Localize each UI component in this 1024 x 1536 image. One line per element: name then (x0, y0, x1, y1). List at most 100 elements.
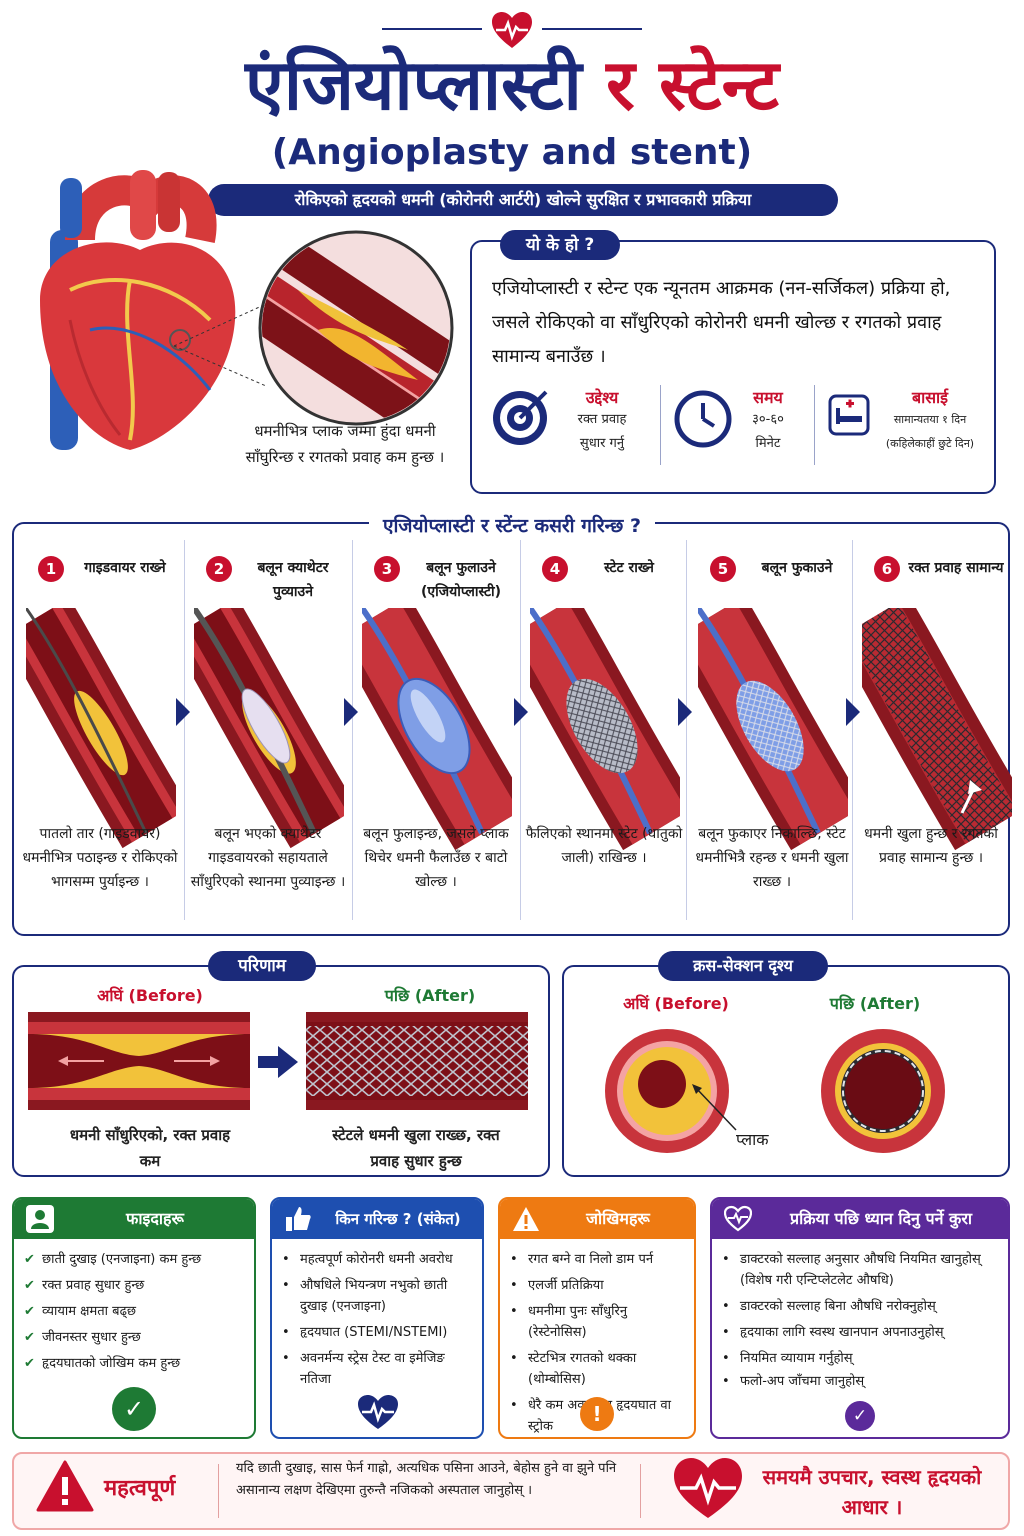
artery-balloon-catheter-illustration (194, 608, 344, 849)
arrow-right-icon (176, 698, 190, 726)
heart-caption: धमनीभित्र प्लाक जम्मा हुंदा धमनी साँघुरि… (245, 422, 445, 466)
warning-icon (513, 1207, 539, 1231)
artery-stent-placement-illustration (530, 608, 680, 851)
step-number: 6 (874, 556, 900, 582)
check-circle-icon: ✓ (845, 1401, 875, 1431)
important-title: महत्वपूर्ण (104, 1476, 176, 1501)
arrow-right-icon (678, 698, 692, 726)
bullet-icon: • (722, 1299, 730, 1314)
aftercare-panel: प्रक्रिया पछि ध्यान दिनु पर्ने कुरा •डाक… (710, 1197, 1010, 1439)
list-item: •एलर्जी प्रतिक्रिया (510, 1275, 686, 1296)
plaque-zoom-illustration (258, 230, 454, 426)
step-description: बलून फुलाइन्छ, जसले प्लाक थिचेर धमनी फैल… (363, 826, 509, 890)
step-label: रक्त प्रवाह सामान्य (908, 560, 1004, 576)
heart-illustration (40, 170, 236, 450)
step-label: स्टेट राख्ने (604, 560, 654, 576)
bullet-icon: • (722, 1252, 730, 1267)
checkmark-icon: ✔ (24, 1304, 35, 1319)
cross-section-before-illustration (605, 1029, 729, 1153)
indications-header: किन गरिन्छ ? (संकेत) (272, 1199, 482, 1239)
step-6: 6 रक्त प्रवाह सामान्य धमनी खुला हुन्छ र … (854, 550, 1012, 930)
list-item: •महत्वपूर्ण कोरोनरी धमनी अवरोध (282, 1249, 474, 1270)
plaque-label: प्लाक (736, 1130, 769, 1149)
steps-heading: एजियोप्लास्टी र स्टेंन्ट कसरी गरिन्छ ? (0, 512, 1024, 538)
artery-with-stent-illustration (306, 1012, 528, 1110)
step-number: 5 (710, 556, 736, 582)
list-item: •डाक्टरको सल्लाह अनुसार औषधि नियमित खानु… (722, 1249, 1000, 1291)
artery-balloon-deflate-illustration (698, 608, 848, 851)
step-number: 1 (38, 556, 64, 582)
step-description: पातलो तार (गाइडवायर) धमनीभित्र पठाइन्छ र… (22, 826, 178, 890)
bullet-icon: • (722, 1374, 730, 1389)
bullet-icon: • (510, 1252, 518, 1267)
title-accent: र स्टेन्ट (606, 44, 779, 126)
risks-list: •रगत बग्ने वा निलो डाम पर्न •एलर्जी प्रत… (510, 1249, 686, 1442)
artery-narrowed-illustration (28, 1012, 250, 1110)
what-is-it-heading: यो के हो ? (500, 230, 620, 260)
stat-stay: बासाई सामान्यतया १ दिन (कहिलेकाहीं छुटे … (870, 386, 990, 466)
heart-pulse-icon (724, 1205, 752, 1232)
arrow-right-icon (846, 698, 860, 726)
artery-guidewire-illustration (26, 608, 176, 849)
step-description: धमनी खुला हुन्छ र रगतको प्रवाह सामान्य ह… (864, 826, 998, 866)
tagline-banner: रोकिएको हृदयको धमनी (कोरोनरी आर्टरी) खोल… (208, 184, 838, 216)
benefits-list: ✔छाती दुखाइ (एनजाइना) कम हुन्छ ✔रक्त प्र… (24, 1249, 246, 1379)
header-rule-right (542, 28, 642, 30)
arrow-right-icon (514, 698, 528, 726)
bullet-icon: • (510, 1278, 518, 1293)
header-rule-left (382, 28, 482, 30)
what-is-it-text: एजियोप्लास्टी र स्टेन्ट एक न्यूनतम आक्रम… (492, 278, 951, 367)
important-panel (12, 1452, 1010, 1530)
step-number: 3 (374, 556, 400, 582)
step-label: बलून क्याथेटर पुव्याउने (257, 560, 329, 600)
step-3: 3 बलून फुलाउने (एजियोप्लास्टी) बलून फुला… (354, 550, 518, 930)
artery-stent-open-illustration (862, 608, 1012, 851)
checkmark-icon: ✔ (24, 1330, 35, 1345)
page-title: एंजियोप्लास्टी र स्टेन्ट (0, 40, 1024, 130)
bullet-icon: • (510, 1304, 518, 1319)
heart-pulse-icon (358, 1395, 398, 1429)
cross-before-label: अघिं (Before) (623, 994, 729, 1013)
results-heading: परिणाम (208, 951, 316, 981)
list-item: •हृदयाका लागि स्वस्थ खानपान अपनाउनुहोस् (722, 1322, 1000, 1343)
column-divider (686, 540, 687, 920)
list-item: •औषधिले भियन्त्रण नभुको छाती दुखाइ (एनजा… (282, 1275, 474, 1317)
benefits-panel: फाइदाहरू ✔छाती दुखाइ (एनजाइना) कम हुन्छ … (12, 1197, 256, 1439)
bullet-icon: • (510, 1351, 518, 1366)
warning-icon (36, 1460, 94, 1512)
risks-heading: जोखिमहरू (586, 1209, 650, 1228)
stat-divider (814, 385, 815, 465)
cross-section-after-illustration (821, 1029, 945, 1153)
what-is-it-panel (470, 240, 996, 494)
title-main: एंजियोप्लास्टी (245, 44, 582, 126)
results-before-caption: धमनी साँधुरिएको, रक्त प्रवाह कम (69, 1126, 231, 1170)
clock-icon (674, 390, 732, 448)
column-divider (520, 540, 521, 920)
step-number: 2 (206, 556, 232, 582)
target-icon (493, 390, 548, 445)
benefits-header: फाइदाहरू (14, 1199, 254, 1239)
bullet-icon: • (282, 1351, 290, 1366)
list-item: ✔जीवनस्तर सुधार हुन्छ (24, 1327, 246, 1348)
step-2: 2 बलून क्याथेटर पुव्याउने बलून भएको क्या… (186, 550, 350, 930)
bullet-icon: • (282, 1325, 290, 1340)
bullet-icon: • (722, 1351, 730, 1366)
stat-purpose-line1: रक्त प्रवाह (577, 412, 627, 427)
results-after-caption: स्टेटले धमनी खुला राख्छ, रक्त प्रवाह सुध… (332, 1126, 500, 1170)
step-4: 4 स्टेट राख्ने फैलिएको स्थानमा स्टेट (धा… (522, 550, 686, 930)
plaque-pointer (692, 1084, 737, 1131)
indications-list: •महत्वपूर्ण कोरोनरी धमनी अवरोध •औषधिले भ… (282, 1249, 474, 1395)
stat-stay-label: बासाई (911, 388, 949, 407)
step-label: बलून फुलाउने (एजियोप्लास्टी) (420, 560, 502, 600)
list-item: •रगत बग्ने वा निलो डाम पर्न (510, 1249, 686, 1270)
results-before-label: अघिं (Before) (97, 986, 203, 1005)
page-subtitle: (Angioplasty and stent) (271, 132, 753, 173)
bullet-icon: • (282, 1278, 290, 1293)
list-item: •फलो-अप जाँचमा जानुहोस् (722, 1371, 1000, 1392)
stat-stay-line1: सामान्यतया १ दिन (893, 413, 967, 426)
step-label: बलून फुकाउने (761, 560, 833, 576)
indications-panel: किन गरिन्छ ? (संकेत) •महत्वपूर्ण कोरोनरी… (270, 1197, 484, 1439)
risks-panel: जोखिमहरू •रगत बग्ने वा निलो डाम पर्न •एल… (498, 1197, 696, 1439)
stat-duration-label: समय (753, 388, 783, 407)
heart-pulse-icon (674, 1458, 742, 1518)
